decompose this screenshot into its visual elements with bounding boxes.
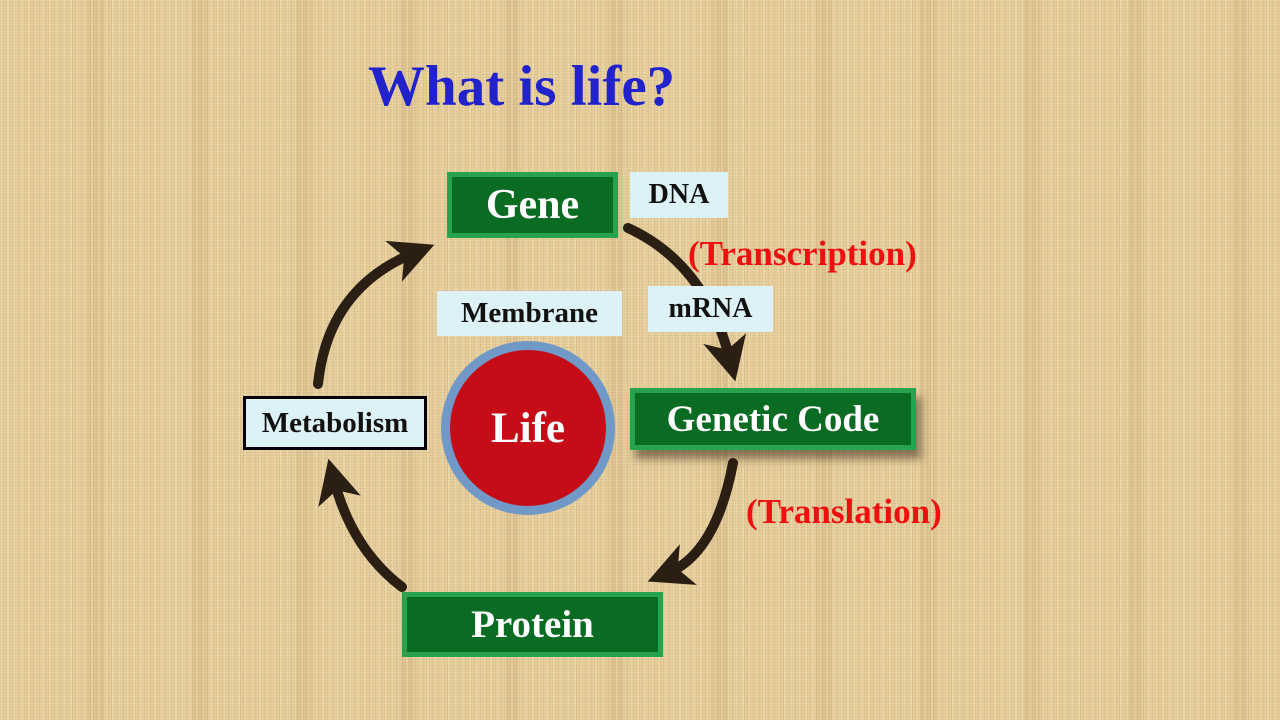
arrow-gene-to-genetic-code xyxy=(623,223,746,382)
metabolism-node: Metabolism xyxy=(243,396,427,450)
metabolism-label: Metabolism xyxy=(261,406,409,439)
transcription-label: (Transcription) xyxy=(688,234,917,273)
membrane-text: Membrane xyxy=(461,297,598,329)
mrna-label: mRNA xyxy=(648,286,773,332)
genetic-code-node: Genetic Code xyxy=(630,388,916,450)
membrane-label: Membrane xyxy=(437,291,622,336)
gene-label: Gene xyxy=(485,182,580,228)
dna-text: DNA xyxy=(648,179,710,210)
protein-node: Protein xyxy=(402,592,663,657)
dna-label: DNA xyxy=(630,172,728,218)
translation-label: (Translation) xyxy=(746,492,942,531)
arrow-genetic-code-to-protein xyxy=(647,458,738,585)
gene-node: Gene xyxy=(447,172,618,238)
genetic-code-label: Genetic Code xyxy=(666,398,880,440)
life-circle: Life xyxy=(441,341,615,515)
life-label: Life xyxy=(490,404,566,452)
arrow-metabolism-to-gene xyxy=(313,240,435,389)
arrow-protein-to-metabolism xyxy=(318,458,407,592)
slide-title: What is life? xyxy=(368,55,676,118)
mrna-text: mRNA xyxy=(668,293,753,324)
protein-label: Protein xyxy=(471,603,594,646)
